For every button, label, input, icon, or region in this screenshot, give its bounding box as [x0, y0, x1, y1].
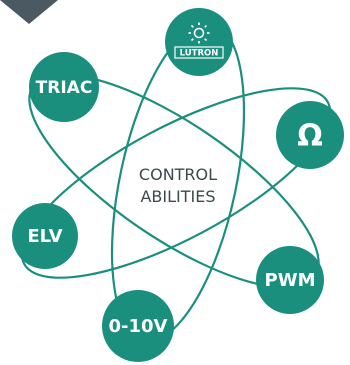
node-lutron: LUTRON — [165, 8, 233, 76]
node-0-10v-label: 0-10V — [109, 316, 168, 337]
node-triac: TRIAC — [29, 52, 99, 122]
node-0-10v: 0-10V — [102, 290, 174, 362]
lutron-logo-icon — [188, 22, 210, 44]
node-elv-circle — [12, 203, 78, 269]
node-pwm-circle — [256, 246, 324, 314]
node-lutron-label: LUTRON — [180, 49, 219, 59]
node-pwm: PWM — [256, 246, 324, 314]
node-ohm: Ω — [276, 101, 344, 169]
orbit-elv-ohm — [20, 87, 332, 279]
ohm-icon: Ω — [297, 119, 323, 154]
node-0-10v-circle — [102, 290, 174, 362]
lutron-logo-frame — [174, 46, 224, 59]
node-elv: ELV — [12, 203, 78, 269]
corner-triangle-icon — [0, 0, 58, 24]
node-triac-circle — [29, 52, 99, 122]
node-pwm-label: PWM — [265, 270, 316, 291]
node-ohm-circle — [276, 101, 344, 169]
node-triac-label: TRIAC — [36, 78, 93, 98]
node-elv-label: ELV — [27, 226, 62, 247]
center-label-line2: ABILITIES — [140, 187, 215, 206]
center-label-line1: CONTROL — [139, 165, 217, 184]
